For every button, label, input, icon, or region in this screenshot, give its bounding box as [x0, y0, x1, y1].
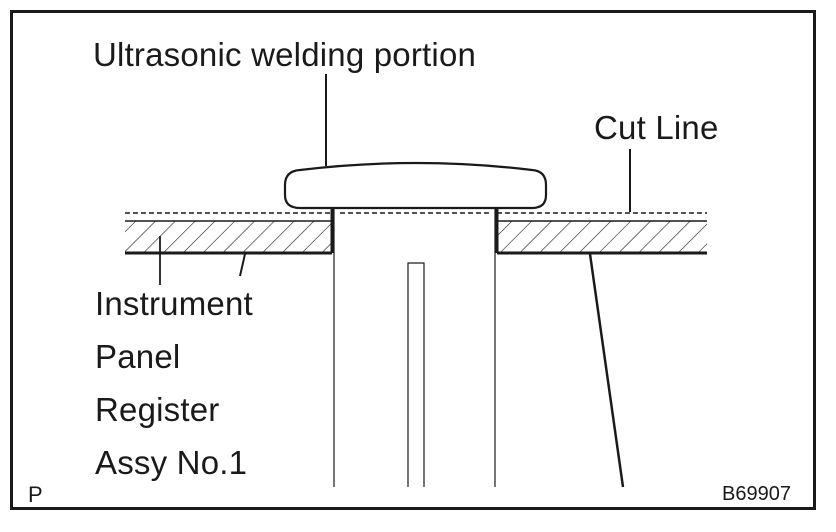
diagram-frame — [10, 10, 816, 510]
instrument-leader-bottom — [239, 253, 246, 277]
inner-slot — [407, 262, 425, 487]
part-name-line-4: Assy No.1 — [95, 444, 248, 481]
panel-leader-long — [588, 253, 625, 488]
welded-head — [283, 161, 548, 210]
cut-line-label: Cut Line — [594, 109, 719, 146]
figure-id: B69907 — [722, 483, 791, 505]
part-name-line-1: Instrument — [95, 285, 253, 322]
welding-portion-label: Ultrasonic welding portion — [93, 36, 477, 73]
corner-mark: P — [28, 482, 43, 507]
panel-plate-left — [125, 221, 332, 253]
part-name-line-2: Panel — [95, 338, 181, 375]
panel-plate-right — [497, 221, 707, 253]
part-name-line-3: Register — [95, 391, 220, 428]
